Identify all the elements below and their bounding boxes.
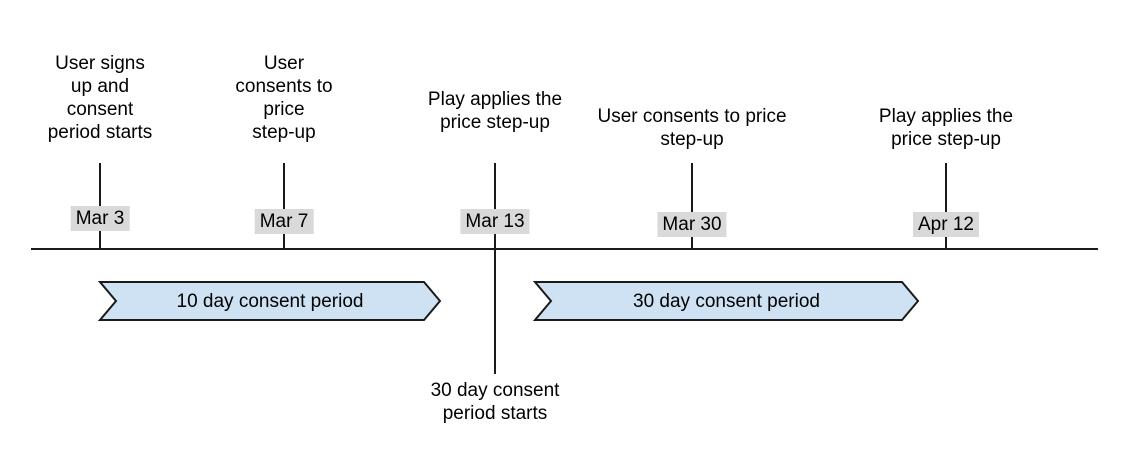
event-date-chip: Mar 30 xyxy=(657,212,727,237)
event-date-chip: Mar 7 xyxy=(254,209,314,234)
consent-period-banner-30-day: 30 day consent period xyxy=(532,281,920,321)
event-tick xyxy=(494,163,496,374)
note-consent-period-starts: 30 day consent period starts xyxy=(430,380,560,424)
event-label: User signs up and consent period starts xyxy=(47,53,153,143)
banner-label: 30 day consent period xyxy=(633,290,820,312)
event-label: User consents to price step-up xyxy=(597,106,787,150)
event-date-chip: Mar 3 xyxy=(70,206,130,231)
event-tick xyxy=(945,163,947,250)
banner-arrow-shape xyxy=(532,281,920,321)
event-date-chip: Apr 12 xyxy=(913,212,979,237)
consent-period-banner-10-day: 10 day consent period xyxy=(97,281,442,321)
event-label: Play applies the price step-up xyxy=(878,106,1014,150)
timeline-axis xyxy=(31,248,1098,250)
event-tick xyxy=(691,163,693,250)
event-label: Play applies the price step-up xyxy=(427,89,563,133)
event-tick xyxy=(283,163,285,250)
banner-label: 10 day consent period xyxy=(176,290,364,312)
banner-arrow-shape xyxy=(97,281,442,321)
event-label: User consents to price step-up xyxy=(235,53,333,143)
event-date-chip: Mar 13 xyxy=(460,209,530,234)
